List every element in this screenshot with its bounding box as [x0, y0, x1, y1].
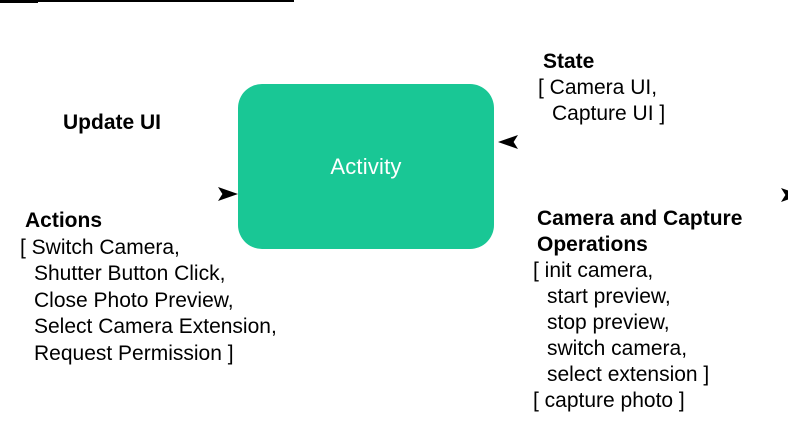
actions-list-item: Close Photo Preview,	[34, 288, 234, 312]
operations-title: Operations	[537, 233, 648, 256]
operations-list-item: start preview,	[547, 285, 671, 308]
state-list-item: Capture UI ]	[552, 102, 666, 125]
operations-title: Camera and Capture	[537, 207, 743, 230]
activity-node: Activity	[238, 84, 494, 249]
state-title: State	[543, 50, 595, 73]
operations-list-item: [ init camera,	[533, 259, 654, 282]
actions-list-item: Shutter Button Click,	[34, 262, 226, 285]
operations-list-item: [ capture photo ]	[533, 389, 685, 412]
operations-label-block: Camera and Capture Operations [ init cam…	[533, 206, 742, 414]
actions-title: Actions	[25, 209, 103, 232]
update-ui-label: Update UI	[63, 111, 162, 134]
operations-list-item: switch camera,	[547, 337, 688, 360]
arrowhead-left-icon	[498, 135, 518, 149]
actions-list-item: [ Switch Camera,	[20, 235, 180, 259]
operations-list-item: select extension ]	[547, 363, 710, 386]
operations-arrow-line	[0, 0, 294, 2]
state-list-item: [ Camera UI,	[538, 76, 658, 99]
actions-list-item: Select Camera Extension,	[34, 315, 277, 338]
state-label-block: State [ Camera UI, Capture UI ]	[538, 49, 665, 127]
activity-node-label: Activity	[330, 153, 402, 179]
actions-label-block: Actions [ Switch Camera, Shutter Button …	[20, 208, 277, 367]
operations-list-item: stop preview,	[547, 311, 670, 334]
actions-list-item: Request Permission ]	[34, 341, 234, 365]
arrowhead-right-clipped-icon	[781, 188, 788, 202]
arrowhead-right-icon	[218, 187, 238, 201]
